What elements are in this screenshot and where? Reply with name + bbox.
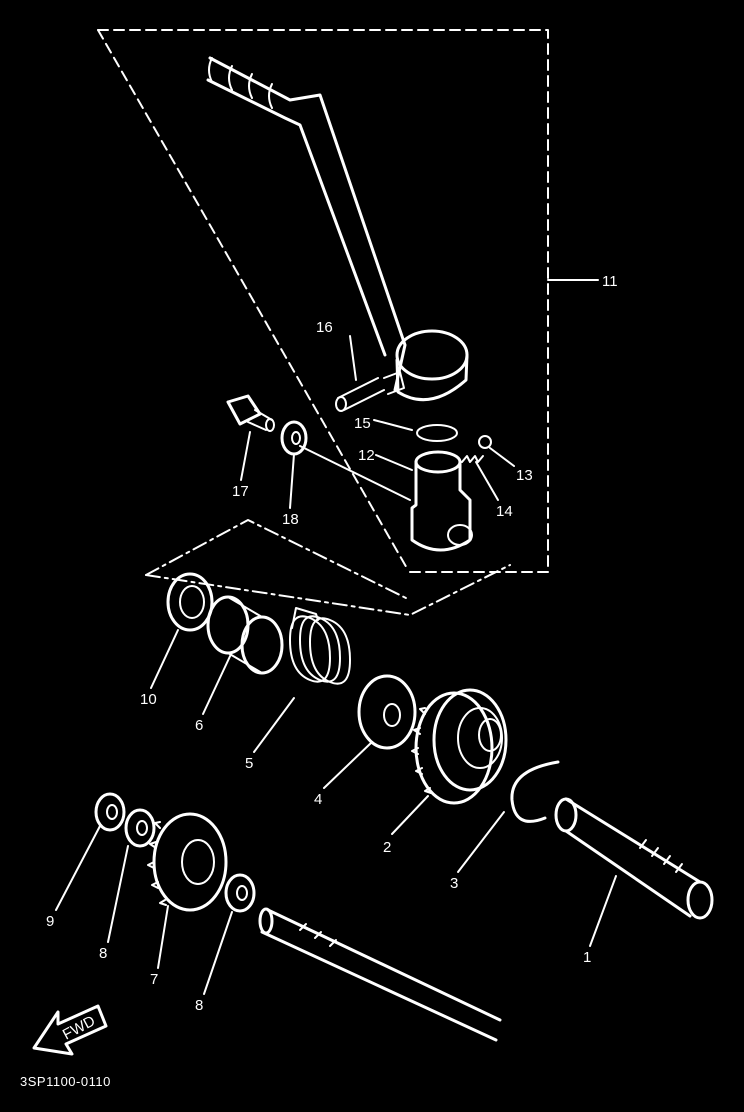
- washer-8-upper: [124, 808, 156, 848]
- part-number-13: 13: [516, 467, 533, 484]
- part-number-18: 18: [282, 511, 299, 528]
- part-number-17: 17: [232, 483, 249, 500]
- part-number-6: 6: [195, 717, 203, 734]
- part-number-11: 11: [602, 273, 618, 290]
- part-number-15: 15: [354, 415, 371, 432]
- part-number-9: 9: [46, 913, 54, 930]
- part-number-7: 7: [150, 971, 158, 988]
- oil-seal-10: [166, 572, 214, 632]
- forward-arrow-icon: FWD: [32, 1004, 108, 1056]
- part-labels: 11 16 15 12 13 14 17 18 10 6 5 4 2 3 1 9…: [46, 273, 618, 1014]
- part-number-1: 1: [583, 949, 591, 966]
- kick-axle-1: [554, 797, 714, 920]
- washer-4: [357, 674, 417, 750]
- part-number-10: 10: [140, 691, 157, 708]
- bolt-17: [226, 394, 275, 432]
- part-number-2: 2: [383, 839, 391, 856]
- part-number-12: 12: [358, 447, 375, 464]
- o-ring-15: [416, 424, 458, 442]
- kick-lever-assembly-outline: [97, 29, 599, 573]
- part-number-5: 5: [245, 755, 253, 772]
- leader-lines: [55, 335, 617, 995]
- bolt-16: [335, 371, 405, 412]
- part-number-14: 14: [496, 503, 513, 520]
- part-number-16: 16: [316, 319, 333, 336]
- part-number-8-a: 8: [99, 945, 107, 962]
- ball-and-spring: [461, 435, 492, 463]
- circlip-3: [510, 760, 560, 823]
- kick-axle-assembly-outline: [145, 519, 511, 616]
- washer-9: [94, 792, 126, 832]
- diagram-code: 3SP1100-0110: [20, 1074, 111, 1089]
- kick-boss-12: [410, 450, 473, 552]
- part-number-8-b: 8: [195, 997, 203, 1014]
- washer-8-lower: [224, 873, 256, 913]
- torsion-spring-5: [289, 607, 351, 685]
- idler-gear-7: [147, 812, 228, 912]
- collar-6: [206, 595, 284, 675]
- part-number-3: 3: [450, 875, 458, 892]
- kick-gear-2: [411, 688, 508, 805]
- kick-lever: [206, 56, 469, 402]
- part-number-4: 4: [314, 791, 322, 808]
- main-shaft: [258, 907, 502, 1042]
